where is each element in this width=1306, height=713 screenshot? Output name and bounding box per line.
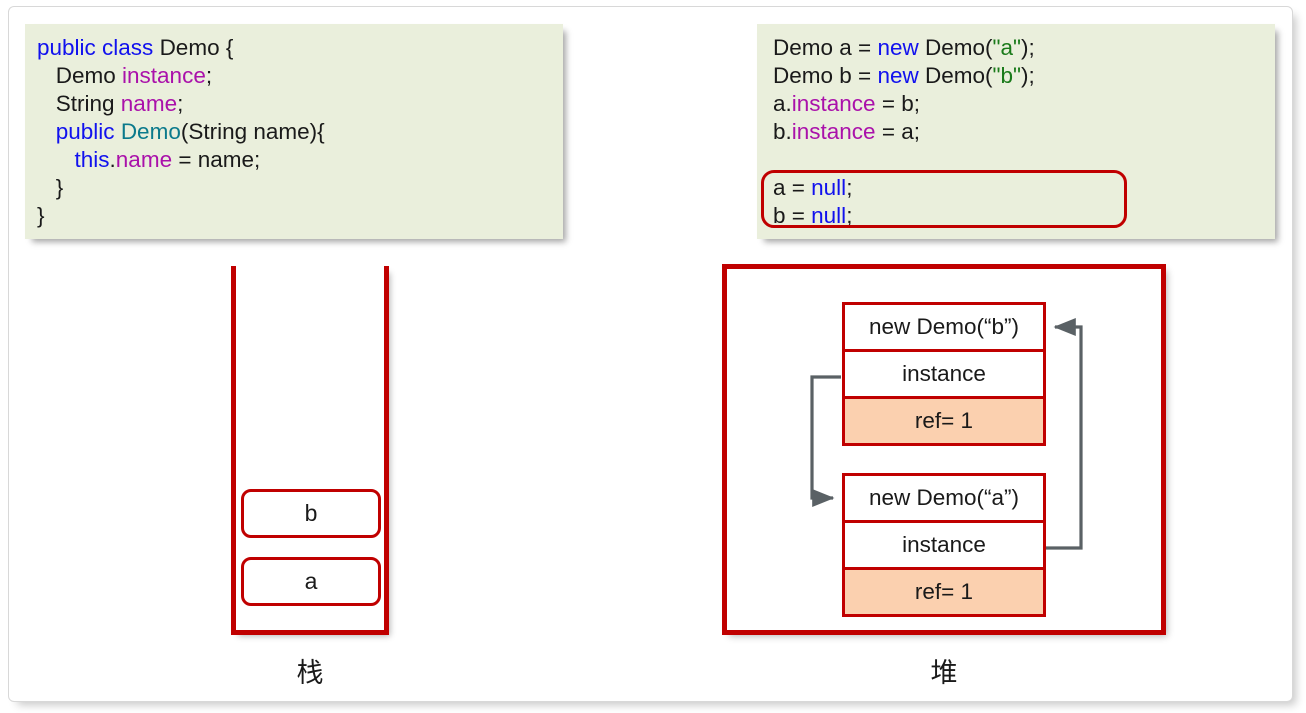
code-token: null: [811, 203, 847, 228]
code-line: a.instance = b;: [773, 90, 1275, 118]
code-line: [773, 146, 1275, 174]
code-token: a =: [773, 175, 812, 200]
stack-label: 栈: [296, 658, 324, 689]
code-token: instance: [791, 91, 876, 116]
code-token: [773, 147, 779, 172]
heap-label: 堆: [930, 658, 958, 689]
code-token: ;: [846, 203, 853, 228]
code-token: new: [877, 63, 925, 88]
heap-object-a-refcount: ref= 1: [842, 567, 1046, 617]
heap-object-b-refcount: ref= 1: [842, 396, 1046, 446]
stack-cell-a-label: a: [304, 568, 318, 594]
code-token: Demo {: [159, 35, 234, 60]
code-token: null: [811, 175, 847, 200]
code-token: a.: [773, 91, 792, 116]
code-line: }: [37, 174, 563, 202]
code-token: [37, 147, 75, 172]
code-token: ;: [177, 91, 184, 116]
heap-object-a-title: new Demo(“a”): [842, 473, 1046, 523]
code-token: Demo b =: [773, 63, 878, 88]
stack-cell-a[interactable]: a: [241, 557, 381, 606]
code-token: Demo(: [924, 35, 993, 60]
code-token: = a;: [875, 119, 920, 144]
code-token: Demo: [37, 63, 123, 88]
usage-code-block: Demo a = new Demo("a");Demo b = new Demo…: [757, 24, 1275, 239]
code-token: "a": [992, 35, 1021, 60]
code-line: a = null;: [773, 174, 1275, 202]
code-token: String: [37, 91, 121, 116]
code-token: public class: [37, 35, 160, 60]
code-token: .: [109, 147, 116, 172]
code-token: Demo(: [924, 63, 993, 88]
code-token: Demo a =: [773, 35, 878, 60]
code-token: }: [37, 175, 64, 200]
code-line: this.name = name;: [37, 146, 563, 174]
code-token: = b;: [875, 91, 920, 116]
code-line: b = null;: [773, 202, 1275, 230]
code-token: = name;: [172, 147, 261, 172]
code-line: public class Demo {: [37, 34, 563, 62]
code-token: instance: [122, 63, 206, 88]
stack-cell-b[interactable]: b: [241, 489, 381, 538]
heap-object-b-instance-field: instance: [842, 349, 1046, 399]
code-token: b.: [773, 119, 792, 144]
heap-object-b[interactable]: new Demo(“b”) instance ref= 1: [842, 302, 1046, 446]
code-token: (String name){: [180, 119, 325, 144]
code-token: public: [55, 119, 121, 144]
heap-object-b-title: new Demo(“b”): [842, 302, 1046, 352]
code-line: Demo instance;: [37, 62, 563, 90]
code-token: name: [115, 147, 173, 172]
code-token: new: [877, 35, 925, 60]
code-token: [37, 119, 56, 144]
code-token: instance: [791, 119, 876, 144]
code-line: }: [37, 202, 563, 230]
code-token: );: [1020, 35, 1035, 60]
code-token: name: [120, 91, 178, 116]
stack-cell-b-label: b: [304, 500, 318, 526]
code-line: public Demo(String name){: [37, 118, 563, 146]
code-token: }: [37, 203, 45, 228]
code-line: String name;: [37, 90, 563, 118]
code-line: b.instance = a;: [773, 118, 1275, 146]
heap-object-a-instance-field: instance: [842, 520, 1046, 570]
code-token: Demo: [120, 119, 181, 144]
code-token: ;: [205, 63, 213, 88]
heap-object-a[interactable]: new Demo(“a”) instance ref= 1: [842, 473, 1046, 617]
code-token: );: [1020, 63, 1035, 88]
code-line: Demo b = new Demo("b");: [773, 62, 1275, 90]
code-line: Demo a = new Demo("a");: [773, 34, 1275, 62]
class-definition-code-block: public class Demo { Demo instance; Strin…: [25, 24, 563, 239]
code-token: b =: [773, 203, 812, 228]
code-token: "b": [992, 63, 1021, 88]
code-token: ;: [846, 175, 853, 200]
code-token: this: [74, 147, 110, 172]
